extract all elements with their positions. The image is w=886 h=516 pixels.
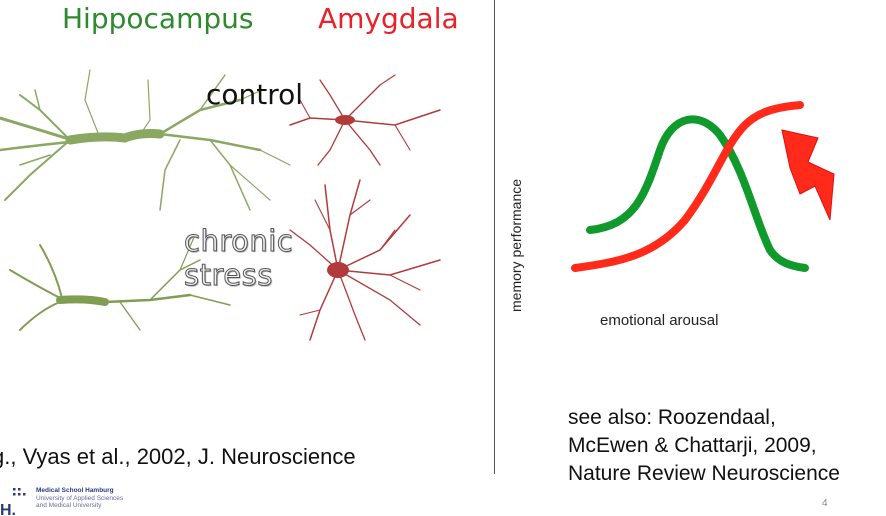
reference-vyas: g., Vyas et al., 2002, J. Neuroscience xyxy=(0,444,356,469)
chronic-stress-label: chronic stress xyxy=(183,224,294,293)
amygdala-title: Amygdala xyxy=(318,2,459,35)
neuron-illustrations xyxy=(0,69,441,341)
y-axis-label: memory performance xyxy=(508,178,524,312)
chronic-word: chronic xyxy=(183,224,294,259)
logo-line-1: University of Applied Sciences xyxy=(36,494,124,502)
control-label: control xyxy=(206,78,304,111)
amygdala-control-neuron xyxy=(289,74,441,166)
hippocampus-control-neuron xyxy=(0,69,291,211)
reference-line-1: see also: Roozendaal, xyxy=(568,406,776,429)
reference-line-2: McEwen & Chattarji, 2009, xyxy=(568,434,817,457)
logo-line-2: and Medical University xyxy=(36,502,102,509)
x-axis-label: emotional arousal xyxy=(600,312,719,329)
reference-roozendaal: see also: Roozendaal, McEwen & Chattarji… xyxy=(568,404,840,488)
divider-line xyxy=(494,0,495,474)
lightning-icon xyxy=(781,129,835,221)
msh-logo-text: Medical School Hamburg University of App… xyxy=(36,487,123,510)
amygdala-stress-neuron xyxy=(289,179,441,341)
reference-line-3: Nature Review Neuroscience xyxy=(568,462,840,485)
page-number: 4 xyxy=(822,498,828,509)
hippocampus-title: Hippocampus xyxy=(62,2,254,35)
arousal-graph xyxy=(571,101,835,272)
hippocampus-stress-neuron xyxy=(9,234,231,331)
green-curve xyxy=(586,115,809,272)
svg-text:H.: H. xyxy=(0,502,16,516)
red-curve xyxy=(571,101,804,272)
msh-logo-mark: H. xyxy=(0,488,26,516)
logo-title: Medical School Hamburg xyxy=(36,487,114,494)
stress-word: stress xyxy=(183,258,273,293)
